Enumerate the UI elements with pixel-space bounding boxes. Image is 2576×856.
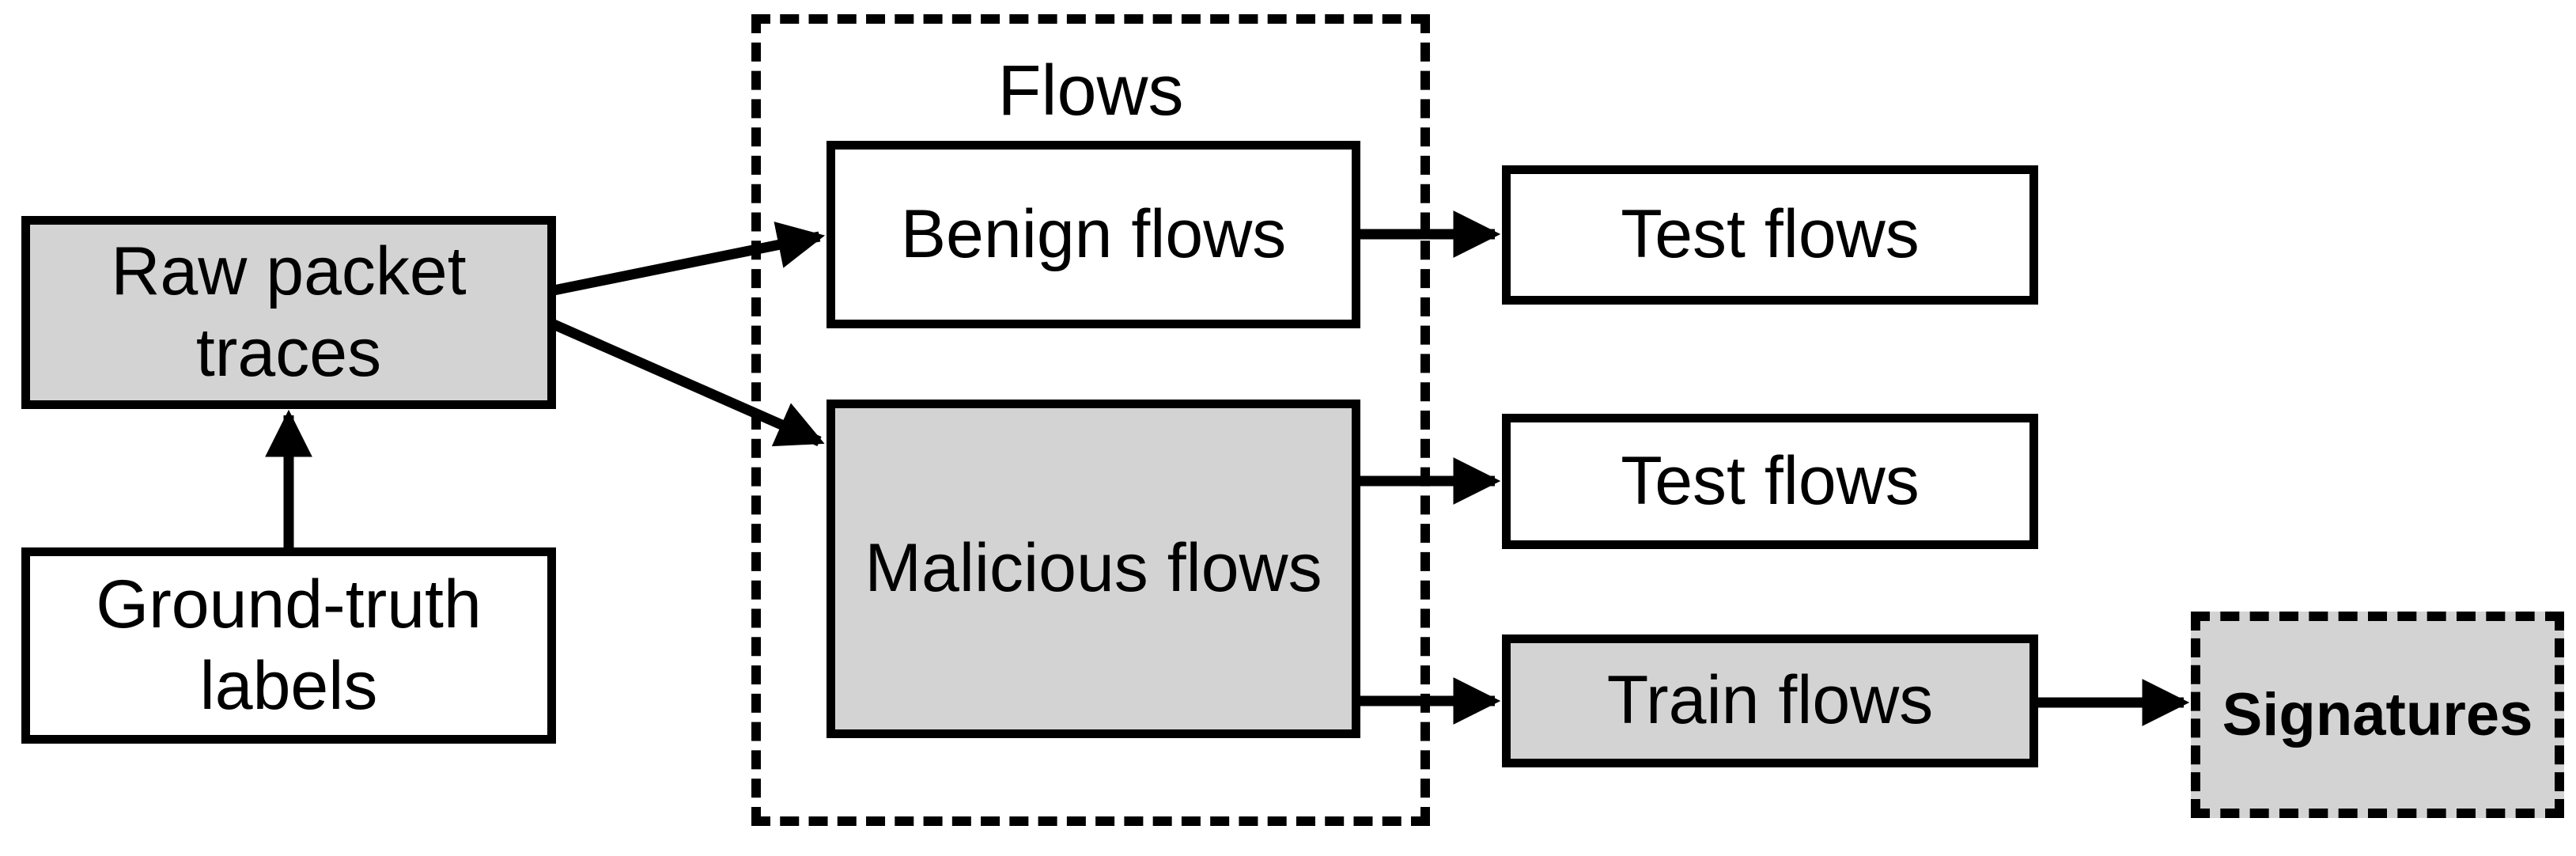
node-ground-truth-labels: Ground-truth labels — [21, 547, 556, 744]
node-raw-packet-traces: Raw packet traces — [21, 216, 556, 409]
ground-truth-labels-label-line1: Ground-truth — [96, 566, 482, 642]
flows-group-title: Flows — [997, 51, 1184, 131]
node-test-flows-benign: Test flows — [1502, 165, 2038, 305]
malicious-flows-label: Malicious flows — [864, 530, 1322, 607]
test-flows-benign-label: Test flows — [1621, 196, 1920, 273]
raw-packet-traces-label-line2: traces — [195, 315, 382, 391]
node-train-flows: Train flows — [1502, 634, 2038, 767]
node-test-flows-malicious: Test flows — [1502, 414, 2038, 549]
raw-packet-traces-label-line1: Raw packet — [111, 233, 467, 309]
node-benign-flows: Benign flows — [827, 141, 1360, 328]
benign-flows-label: Benign flows — [900, 195, 1287, 272]
signatures-label: Signatures — [2222, 680, 2533, 748]
node-malicious-flows: Malicious flows — [827, 400, 1360, 738]
ground-truth-labels-label-line2: labels — [199, 648, 378, 724]
node-signatures: Signatures — [2191, 612, 2564, 818]
test-flows-malicious-label: Test flows — [1621, 442, 1920, 519]
ground-truth-labels-label: Ground-truth labels — [96, 564, 482, 727]
train-flows-label: Train flows — [1606, 662, 1934, 739]
raw-packet-traces-label: Raw packet traces — [111, 231, 466, 394]
